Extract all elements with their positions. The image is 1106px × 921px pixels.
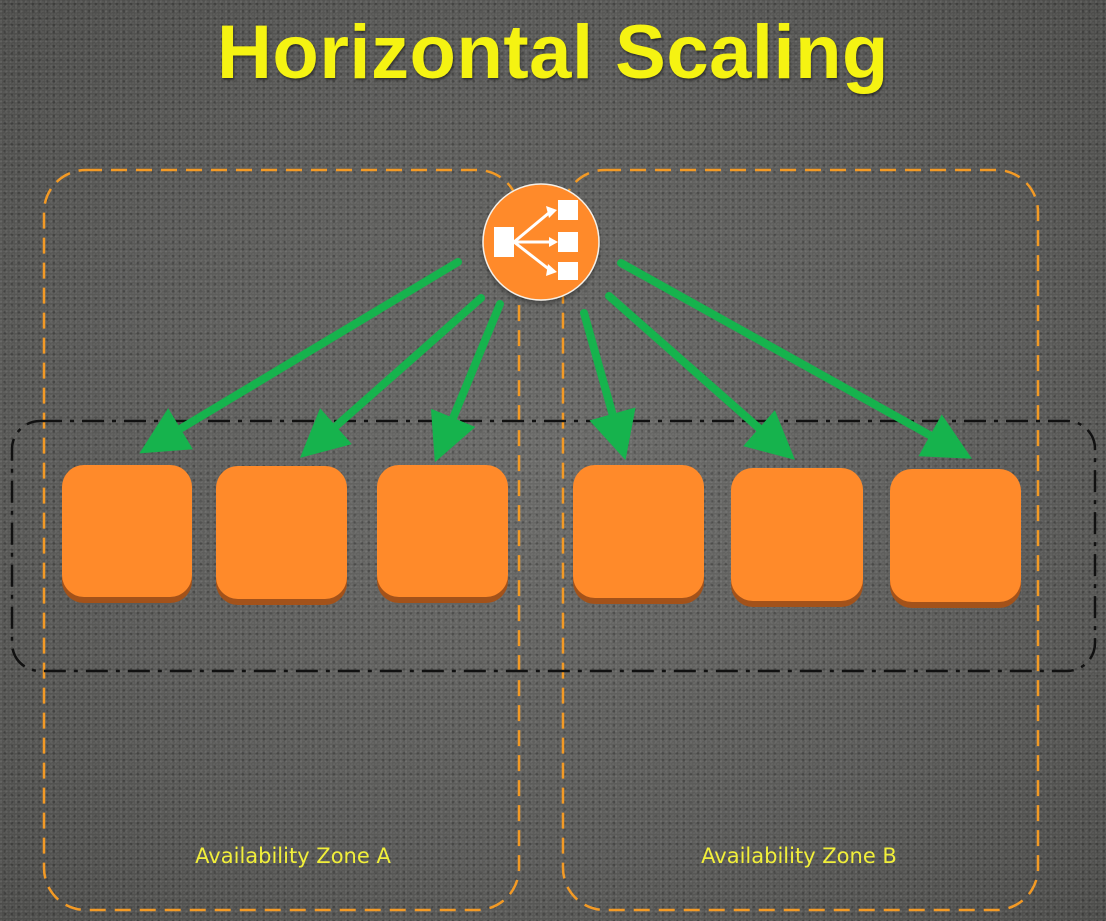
traffic-arrow: [300, 294, 485, 458]
instance[interactable]: [890, 469, 1021, 608]
zone-a-label: Availability Zone A: [195, 844, 391, 868]
traffic-arrows: [139, 258, 972, 463]
instance[interactable]: [216, 466, 347, 605]
instances-zone-b: [573, 465, 1021, 608]
instance[interactable]: [377, 465, 508, 603]
traffic-arrow: [617, 259, 972, 459]
instance[interactable]: [731, 468, 863, 607]
traffic-arrow: [605, 292, 796, 460]
instances-zone-a: [62, 465, 508, 605]
zone-b-label: Availability Zone B: [701, 844, 897, 868]
traffic-arrow: [580, 309, 636, 461]
load-balancer[interactable]: [482, 183, 600, 301]
availability-zone-a: [42, 168, 521, 912]
traffic-arrow: [430, 300, 504, 463]
load-balancer-icon: [494, 200, 578, 280]
auto-scaling-group: [10, 419, 1097, 673]
instance[interactable]: [62, 465, 192, 603]
traffic-arrow: [139, 258, 462, 454]
availability-zone-b: [561, 168, 1040, 912]
instance[interactable]: [573, 465, 704, 604]
diagram-title: Horizontal Scaling: [217, 10, 889, 95]
